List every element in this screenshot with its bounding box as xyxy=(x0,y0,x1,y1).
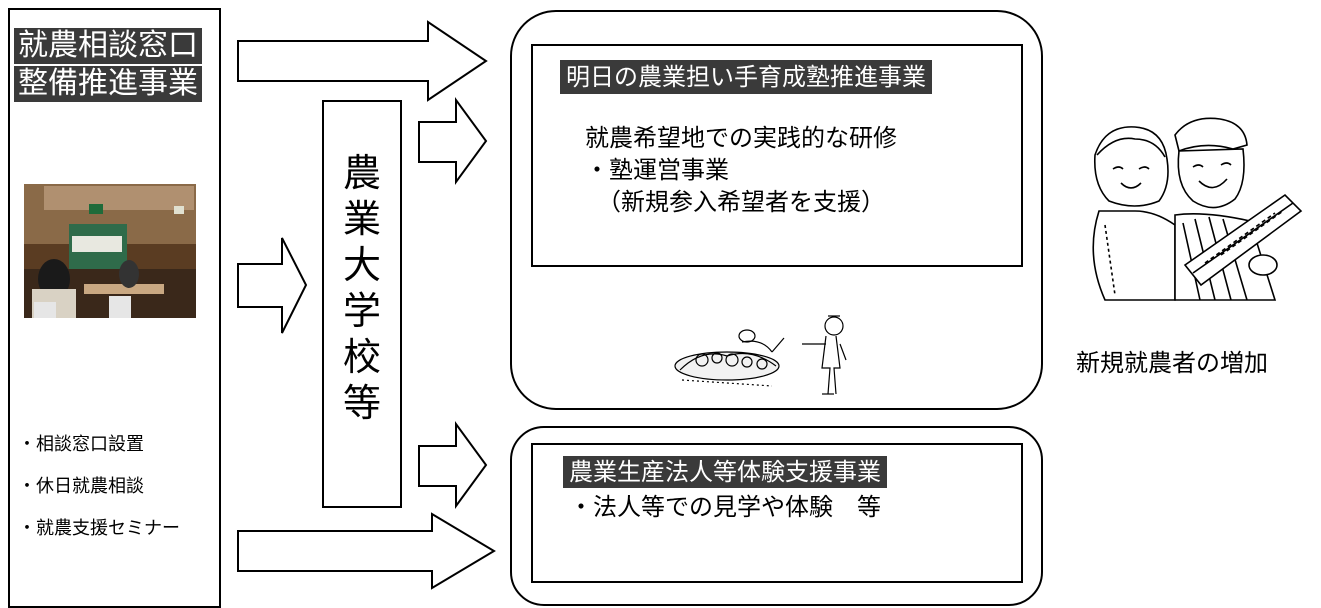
arrow-left-middle xyxy=(237,237,308,334)
new-farmers-illustration xyxy=(1092,117,1303,301)
bottom-program-title: 農業生産法人等体験支援事業 xyxy=(563,456,887,488)
left-title-line-2: 整備推進事業 xyxy=(14,66,202,102)
arrow-top-long xyxy=(237,20,488,102)
arrows-layer xyxy=(237,20,496,590)
result-caption: 新規就農者の増加 xyxy=(1076,349,1268,377)
consultation-photo xyxy=(24,184,196,318)
vertical-char-4: 学 xyxy=(342,289,381,333)
bottom-program-line-1: ・法人等での見学や体験 等 xyxy=(569,493,881,521)
left-title-line-1: 就農相談窓口 xyxy=(14,28,202,64)
vertical-char-3: 大 xyxy=(342,243,381,287)
arrow-bottom-long xyxy=(237,512,496,590)
top-program-line-1: 就農希望地での実践的な研修 xyxy=(585,124,897,152)
top-program-line-3: （新規参入希望者を支援） xyxy=(597,188,885,216)
vertical-char-2: 業 xyxy=(342,197,381,241)
top-program-title: 明日の農業担い手育成塾推進事業 xyxy=(560,60,932,94)
left-panel-title: 就農相談窓口 整備推進事業 xyxy=(14,28,202,104)
vertical-char-5: 校 xyxy=(342,335,381,379)
arrow-upper-short xyxy=(418,96,488,186)
top-program-line-2: ・塾運営事業 xyxy=(585,156,729,184)
bullet-support-seminar: ・就農支援セミナー xyxy=(18,518,180,539)
bullet-consultation-desk: ・相談窓口設置 xyxy=(18,434,144,455)
agricultural-college-box: 農 業 大 学 校 等 xyxy=(322,100,402,508)
arrow-lower-short xyxy=(418,420,488,510)
vertical-char-6: 等 xyxy=(342,381,381,425)
farming-illustration xyxy=(674,315,847,395)
bullet-holiday-consultation: ・休日就農相談 xyxy=(18,476,144,497)
vertical-char-1: 農 xyxy=(342,151,381,195)
